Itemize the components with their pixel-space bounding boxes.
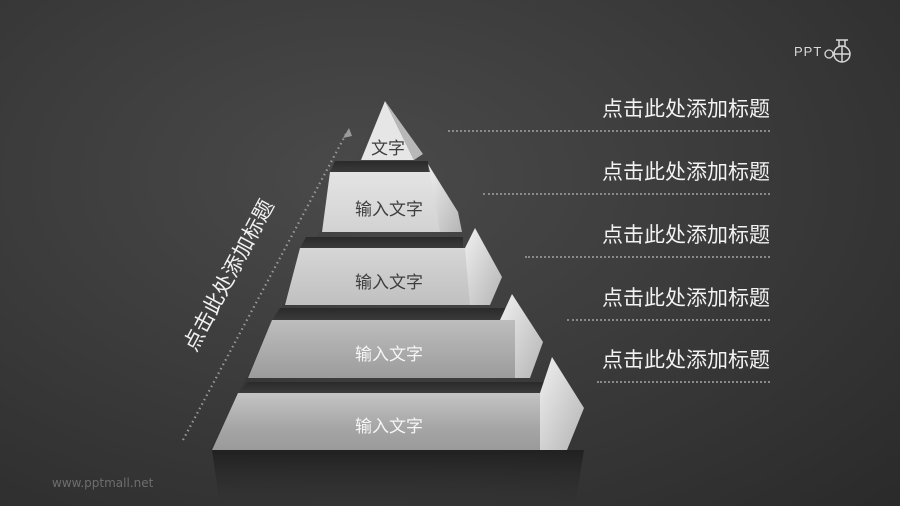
pyramid-tier-3[interactable] [285, 228, 502, 305]
dotted-divider-4 [567, 319, 770, 321]
title-item-1[interactable]: 点击此处添加标题 [602, 97, 770, 121]
title-item-3[interactable]: 点击此处添加标题 [602, 223, 770, 247]
tier-5-label[interactable]: 输入文字 [355, 417, 423, 437]
dotted-arrow-up-right-icon [182, 128, 352, 441]
ppt-mall-emblem-icon [824, 39, 852, 63]
pyramid-tier-1[interactable] [361, 101, 423, 160]
pyramid-floor-shadow [212, 450, 584, 506]
tier-2-label[interactable]: 输入文字 [355, 200, 423, 220]
title-item-5[interactable]: 点击此处添加标题 [602, 348, 770, 372]
dotted-divider-3 [525, 256, 770, 258]
title-item-4[interactable]: 点击此处添加标题 [602, 286, 770, 310]
logo-text: PPT [794, 43, 823, 59]
dotted-divider-5 [597, 381, 770, 383]
footer-url: www.pptmall.net [52, 476, 154, 490]
dotted-divider-2 [483, 193, 770, 195]
tier-4-label[interactable]: 输入文字 [355, 345, 423, 365]
logo: PPT [794, 36, 852, 66]
tier-1-label[interactable]: 文字 [371, 139, 405, 159]
tier-3-label[interactable]: 输入文字 [355, 273, 423, 293]
title-item-2[interactable]: 点击此处添加标题 [602, 160, 770, 184]
dotted-divider-1 [448, 130, 770, 132]
pyramid-tier-2[interactable] [322, 161, 462, 232]
pyramid-tier-5[interactable] [212, 357, 584, 450]
pyramid-tier-4[interactable] [248, 294, 543, 378]
